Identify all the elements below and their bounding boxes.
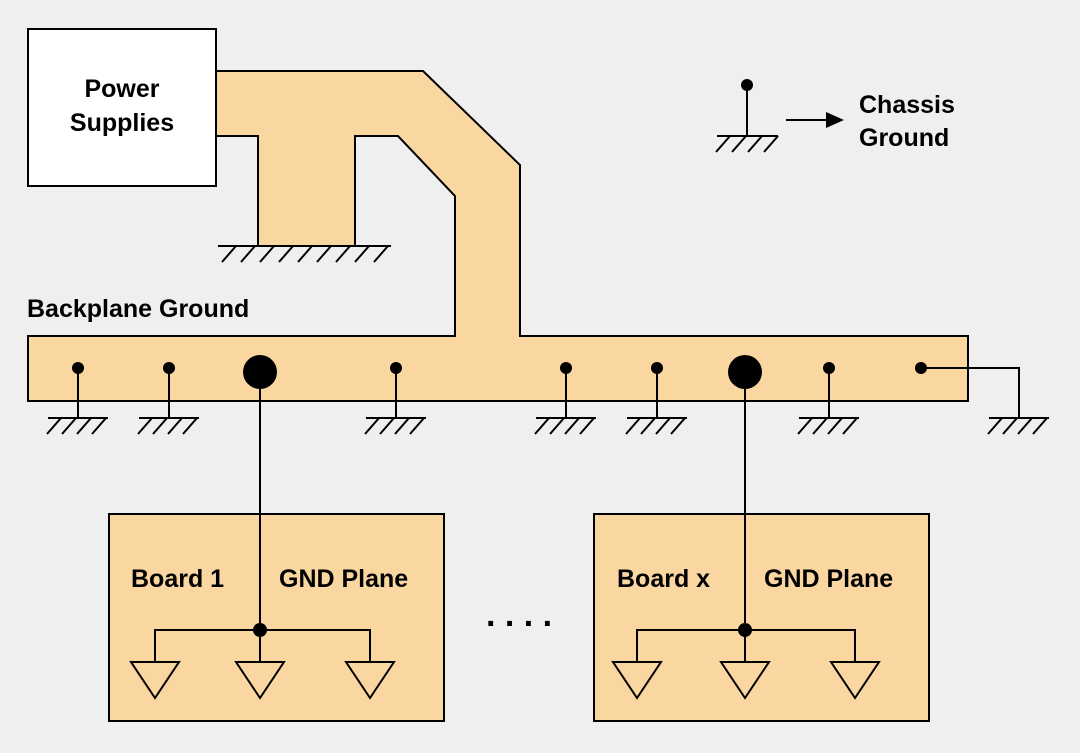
backplane-ground-bar	[27, 335, 969, 402]
board-x-name: Board x	[617, 565, 710, 593]
backplane-ground-tie-2	[137, 362, 199, 435]
legend-chassis-ground-icon	[715, 79, 779, 153]
power-chassis-ground-icon	[218, 245, 391, 263]
board-1-backplane-connection	[243, 355, 277, 389]
power-supplies-box: Power Supplies	[27, 28, 217, 187]
board-1-plane-label: GND Plane	[279, 565, 408, 593]
legend-label-line1: Chassis	[859, 91, 955, 119]
power-supplies-label-line2: Supplies	[70, 109, 174, 137]
trace-bar-join	[456, 334, 519, 338]
backplane-ground-tie-4	[534, 362, 596, 435]
power-supplies-label-line1: Power	[84, 75, 159, 103]
backplane-ground-tie-3	[364, 362, 426, 435]
backplane-ground-tie-7	[915, 362, 1049, 435]
board-x: Board x GND Plane	[593, 372, 930, 722]
backplane-label: Backplane Ground	[27, 295, 249, 323]
board-x-plane-label: GND Plane	[764, 565, 893, 593]
boards-ellipsis: . . . .	[486, 596, 552, 634]
legend-arrow-icon	[786, 112, 844, 128]
board-1-name: Board 1	[131, 565, 224, 593]
backplane-ground-tie-6	[797, 362, 859, 435]
board-x-backplane-connection	[728, 355, 762, 389]
backplane-ground-tie-5	[625, 362, 687, 435]
backplane-ground-tie-1	[46, 362, 108, 435]
legend-label-line2: Ground	[859, 124, 949, 152]
power-ground-trace	[215, 70, 521, 337]
board-1: Board 1 GND Plane	[108, 372, 445, 722]
